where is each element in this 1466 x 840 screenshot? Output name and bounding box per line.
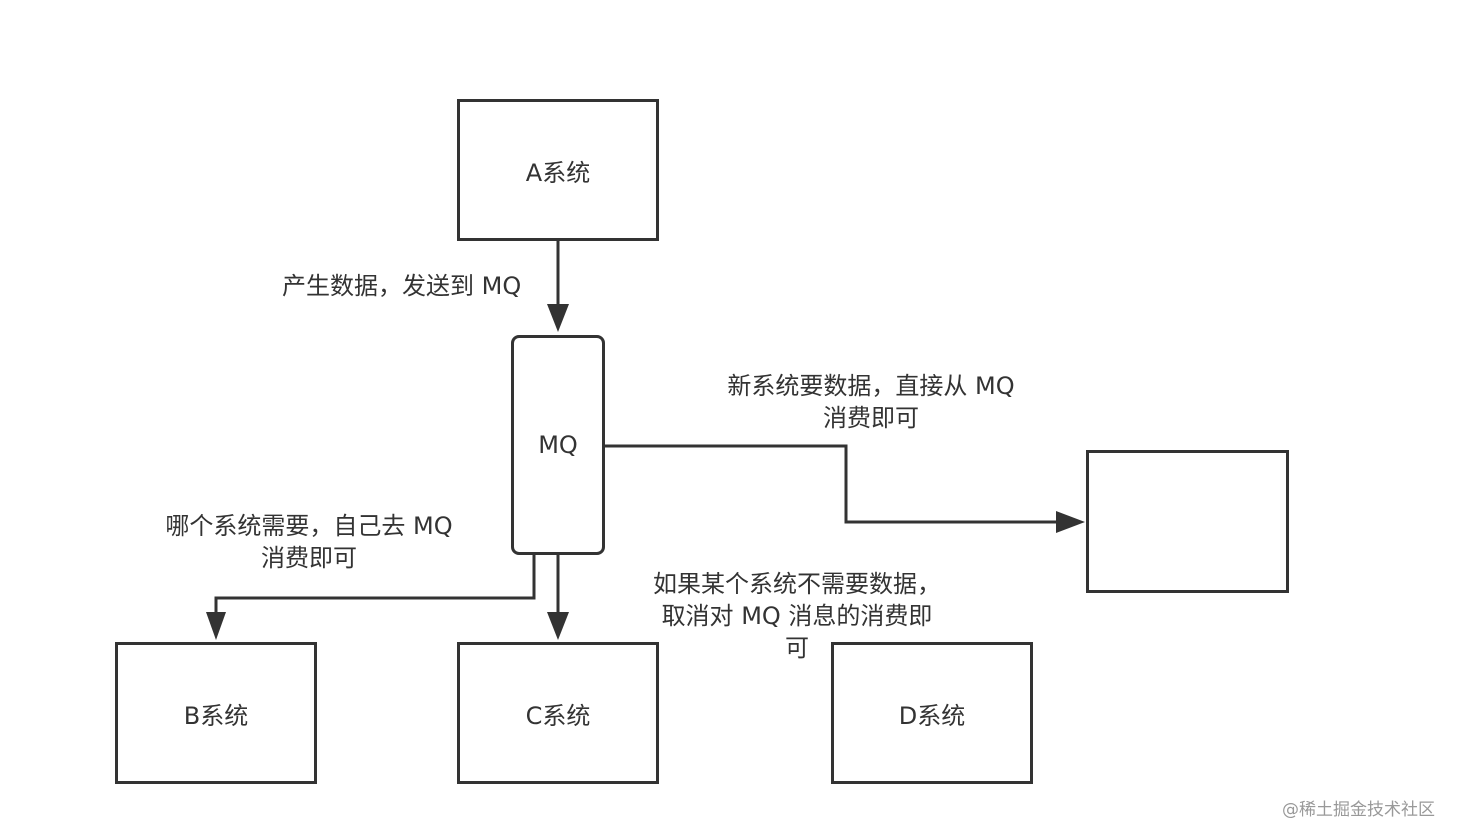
edge-mq-to-b (214, 554, 536, 612)
node-b-system: B系统 (115, 642, 317, 784)
arrowhead-mq-to-c (547, 612, 569, 640)
node-b-label: B系统 (183, 701, 249, 730)
edge-label-mq-to-b-line2: 消费即可 (261, 544, 357, 572)
note-d-line3: 可 (785, 634, 809, 662)
note-d-system: 如果某个系统不需要数据， 取消对 MQ 消息的消费即 可 (642, 568, 952, 664)
note-d-line1: 如果某个系统不需要数据， (653, 570, 941, 598)
node-c-label: C系统 (525, 701, 591, 730)
edge-label-mq-to-b-line1: 哪个系统需要，自己去 MQ (165, 512, 453, 540)
node-a-label: A系统 (525, 158, 591, 187)
edge-label-mq-to-new-line1: 新系统要数据，直接从 MQ (727, 372, 1015, 400)
node-new-system (1086, 450, 1289, 593)
edge-label-a-to-mq-text: 产生数据，发送到 MQ (282, 272, 522, 300)
edge-mq-to-new (603, 444, 1056, 524)
note-d-line2: 取消对 MQ 消息的消费即 (661, 602, 933, 630)
arrowhead-mq-to-new (1056, 511, 1085, 533)
node-a-system: A系统 (457, 99, 659, 241)
edge-label-mq-to-new: 新系统要数据，直接从 MQ 消费即可 (714, 370, 1028, 434)
node-d-label: D系统 (898, 701, 966, 730)
node-mq: MQ (511, 335, 605, 555)
edge-label-mq-to-new-line2: 消费即可 (823, 404, 919, 432)
watermark: @稀土掘金技术社区 (1282, 800, 1435, 820)
node-d-system: D系统 (831, 642, 1033, 784)
arrowhead-mq-to-b (206, 612, 226, 640)
edge-label-mq-to-b: 哪个系统需要，自己去 MQ 消费即可 (152, 510, 466, 574)
node-c-system: C系统 (457, 642, 659, 784)
node-mq-label: MQ (538, 431, 578, 459)
edge-label-a-to-mq: 产生数据，发送到 MQ (282, 270, 521, 302)
arrowhead-a-to-mq (547, 304, 569, 332)
